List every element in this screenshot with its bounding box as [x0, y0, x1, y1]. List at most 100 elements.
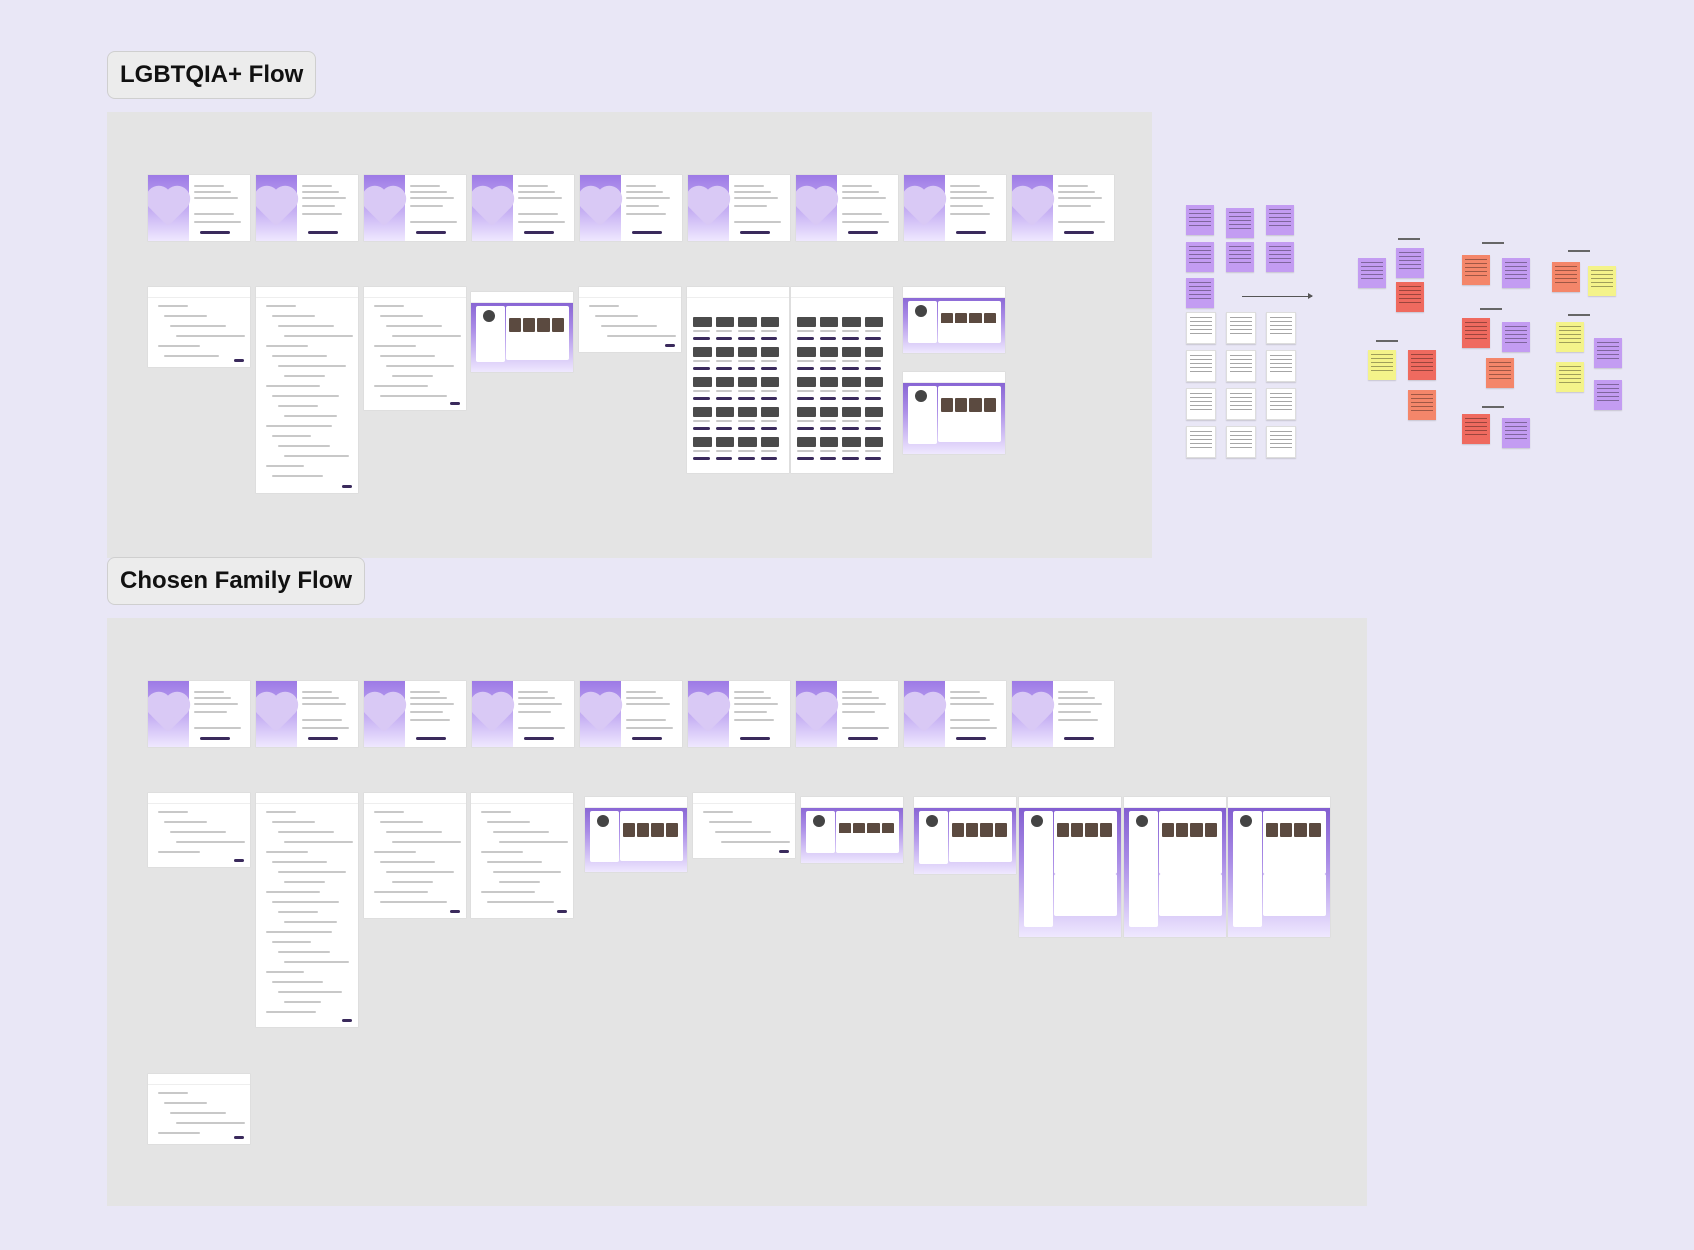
screen-thumbnail[interactable] [471, 292, 573, 372]
next-button[interactable] [665, 344, 675, 347]
view-button[interactable] [797, 367, 814, 370]
continue-button[interactable] [416, 231, 446, 234]
view-button[interactable] [797, 457, 814, 460]
sticky-note[interactable] [1462, 255, 1490, 285]
profile-photo[interactable] [819, 347, 838, 357]
view-button[interactable] [819, 397, 836, 400]
view-button[interactable] [797, 397, 814, 400]
screen-thumbnail[interactable] [1012, 175, 1114, 241]
sticky-note[interactable] [1266, 388, 1296, 420]
screen-thumbnail[interactable] [585, 797, 687, 872]
profile-photo[interactable] [693, 437, 712, 447]
screen-thumbnail[interactable] [1019, 797, 1121, 937]
profile-photo[interactable] [738, 347, 757, 357]
view-button[interactable] [819, 427, 836, 430]
continue-button[interactable] [848, 737, 878, 740]
profile-photo[interactable] [819, 407, 838, 417]
screen-thumbnail[interactable] [796, 681, 898, 747]
sticky-note[interactable] [1226, 350, 1256, 382]
sticky-note[interactable] [1396, 248, 1424, 278]
profile-photo[interactable] [864, 437, 883, 447]
profile-photo[interactable] [715, 317, 734, 327]
section-label-lgbtqia[interactable]: LGBTQIA+ Flow [107, 51, 317, 99]
continue-button[interactable] [1064, 231, 1094, 234]
screen-thumbnail[interactable] [148, 175, 250, 241]
sticky-note[interactable] [1486, 358, 1514, 388]
continue-button[interactable] [632, 231, 662, 234]
sticky-note[interactable] [1226, 242, 1254, 272]
screen-thumbnail[interactable] [688, 681, 790, 747]
sticky-note[interactable] [1186, 242, 1214, 272]
screen-thumbnail[interactable] [1228, 797, 1330, 937]
sticky-note[interactable] [1408, 390, 1436, 420]
next-button[interactable] [234, 359, 244, 362]
view-button[interactable] [864, 367, 881, 370]
sticky-note[interactable] [1502, 258, 1530, 288]
view-button[interactable] [819, 367, 836, 370]
profile-photo[interactable] [738, 437, 757, 447]
profile-photo[interactable] [864, 317, 883, 327]
screen-thumbnail[interactable] [688, 175, 790, 241]
screen-thumbnail[interactable] [693, 793, 795, 858]
sticky-note[interactable] [1358, 258, 1386, 288]
view-button[interactable] [864, 397, 881, 400]
screen-thumbnail[interactable] [791, 287, 893, 473]
view-button[interactable] [819, 457, 836, 460]
view-button[interactable] [842, 367, 859, 370]
view-button[interactable] [864, 457, 881, 460]
screen-thumbnail[interactable] [256, 793, 358, 1027]
view-button[interactable] [760, 457, 777, 460]
view-button[interactable] [842, 397, 859, 400]
screen-thumbnail[interactable] [364, 681, 466, 747]
sticky-note[interactable] [1552, 262, 1580, 292]
view-button[interactable] [693, 427, 710, 430]
profile-photo[interactable] [797, 347, 816, 357]
next-button[interactable] [342, 1019, 352, 1022]
next-button[interactable] [779, 850, 789, 853]
view-button[interactable] [864, 337, 881, 340]
screen-thumbnail[interactable] [148, 681, 250, 747]
profile-photo[interactable] [760, 317, 779, 327]
sticky-note[interactable] [1396, 282, 1424, 312]
sticky-note[interactable] [1502, 418, 1530, 448]
sticky-note[interactable] [1462, 414, 1490, 444]
profile-photo[interactable] [797, 407, 816, 417]
view-button[interactable] [797, 337, 814, 340]
continue-button[interactable] [200, 231, 230, 234]
screen-thumbnail[interactable] [472, 681, 574, 747]
profile-photo[interactable] [842, 377, 861, 387]
profile-photo[interactable] [842, 437, 861, 447]
sticky-note[interactable] [1186, 350, 1216, 382]
continue-button[interactable] [308, 231, 338, 234]
screen-thumbnail[interactable] [472, 175, 574, 241]
screen-thumbnail[interactable] [903, 287, 1005, 353]
screen-thumbnail[interactable] [904, 681, 1006, 747]
profile-photo[interactable] [738, 407, 757, 417]
continue-button[interactable] [740, 737, 770, 740]
sticky-note[interactable] [1502, 322, 1530, 352]
next-button[interactable] [234, 859, 244, 862]
profile-photo[interactable] [819, 437, 838, 447]
profile-photo[interactable] [842, 407, 861, 417]
sticky-note[interactable] [1556, 322, 1584, 352]
profile-photo[interactable] [864, 377, 883, 387]
profile-photo[interactable] [715, 407, 734, 417]
screen-thumbnail[interactable] [580, 175, 682, 241]
view-button[interactable] [738, 457, 755, 460]
screen-thumbnail[interactable] [256, 287, 358, 493]
sticky-note[interactable] [1266, 350, 1296, 382]
next-button[interactable] [234, 1136, 244, 1139]
sticky-note[interactable] [1186, 426, 1216, 458]
sticky-note[interactable] [1226, 426, 1256, 458]
continue-button[interactable] [308, 737, 338, 740]
screen-thumbnail[interactable] [364, 793, 466, 918]
screen-thumbnail[interactable] [801, 797, 903, 863]
continue-button[interactable] [200, 737, 230, 740]
sticky-note[interactable] [1226, 388, 1256, 420]
profile-photo[interactable] [738, 377, 757, 387]
profile-photo[interactable] [864, 347, 883, 357]
continue-button[interactable] [848, 231, 878, 234]
sticky-note[interactable] [1462, 318, 1490, 348]
continue-button[interactable] [416, 737, 446, 740]
profile-photo[interactable] [819, 317, 838, 327]
